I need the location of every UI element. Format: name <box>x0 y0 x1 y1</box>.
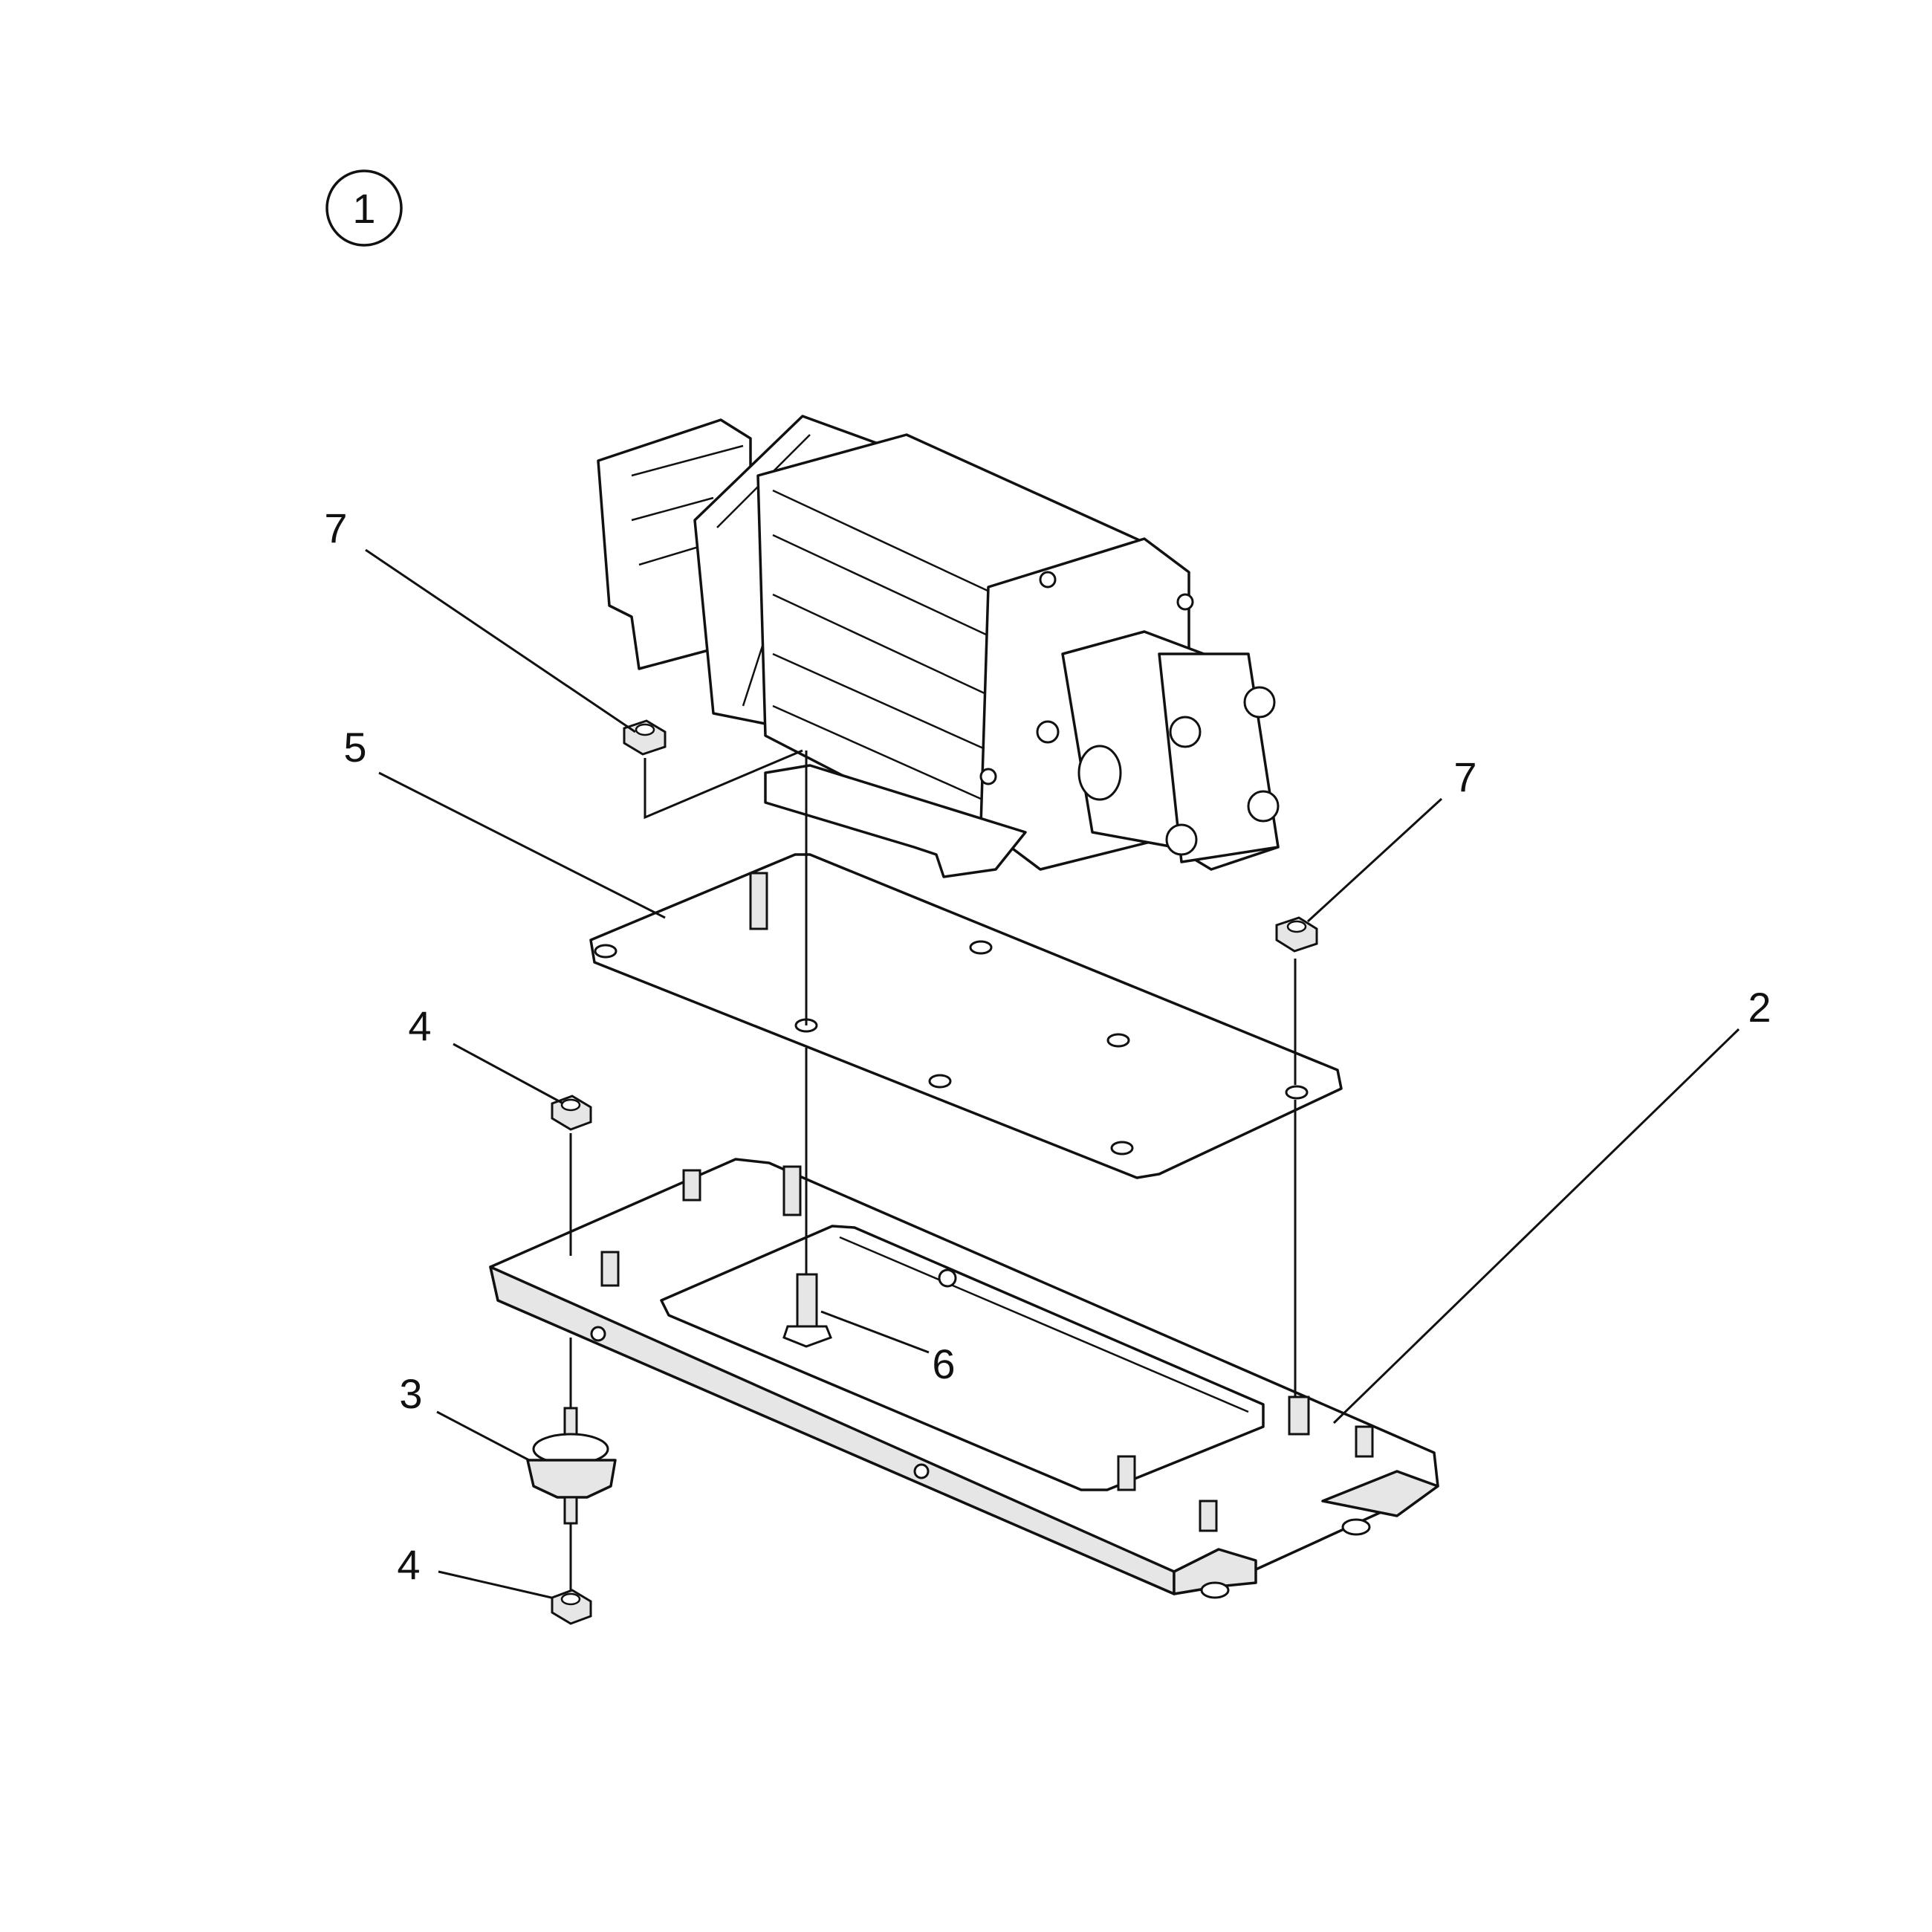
callout-6: 6 <box>932 1341 955 1387</box>
callout-4-bottom: 4 <box>397 1541 420 1588</box>
callout-5: 5 <box>343 724 366 771</box>
callout-7-left: 7 <box>324 505 347 551</box>
view-number-badge: 1 <box>325 169 403 247</box>
callout-3: 3 <box>399 1370 422 1417</box>
nut-4-top <box>551 1095 592 1131</box>
callout-labels: 7 5 7 2 4 6 3 4 <box>324 505 1771 1588</box>
bolt <box>782 1273 832 1348</box>
callout-leaders <box>365 548 1740 1599</box>
callout-2: 2 <box>1748 984 1771 1031</box>
motor-pump-assembly <box>597 415 1280 878</box>
callout-7-right: 7 <box>1453 753 1476 800</box>
nut-4-bottom <box>551 1589 592 1625</box>
assembly-axis-lines <box>569 749 1297 1590</box>
gasket-plate <box>589 853 1343 1179</box>
view-number-text: 1 <box>352 185 375 232</box>
callout-4-top: 4 <box>408 1002 431 1049</box>
nut-7-left <box>623 719 667 756</box>
nut-7-right <box>1275 916 1318 953</box>
rubber-mount <box>526 1407 617 1525</box>
